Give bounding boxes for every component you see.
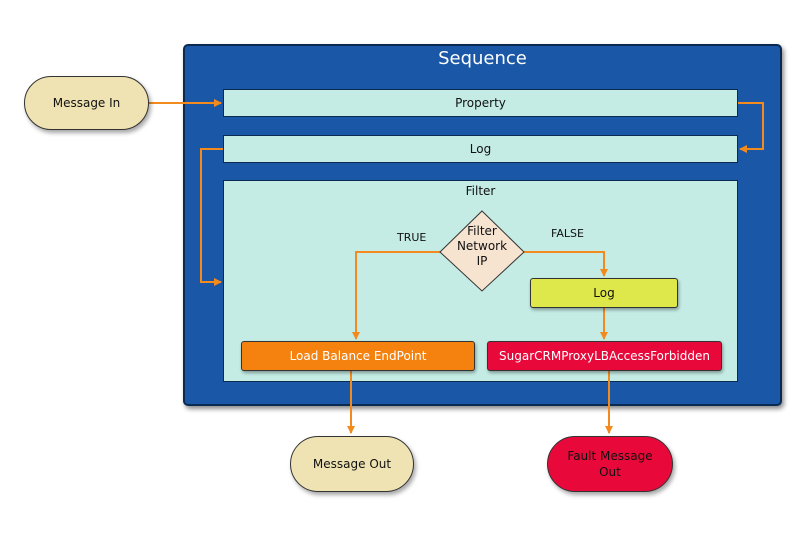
filter-title: Filter	[465, 184, 496, 198]
log-step[interactable]: Log	[223, 135, 738, 163]
filter-network-ip-label[interactable]: Filter Network IP	[440, 224, 524, 269]
filter-node-line1: Filter	[467, 224, 497, 238]
arrow-property-to-log	[738, 102, 764, 153]
filter-node-line2: Network	[456, 239, 508, 253]
fault-out-line1: Fault Message	[567, 449, 653, 463]
message-in-label: Message In	[52, 96, 121, 110]
access-forbidden-endpoint[interactable]: SugarCRMProxyLBAccessForbidden	[487, 341, 722, 371]
sequence-title: Sequence	[438, 48, 527, 69]
arrow-false-branch	[524, 251, 608, 277]
filter-node-line3: IP	[476, 254, 488, 268]
message-out-label: Message Out	[312, 457, 392, 471]
false-log-step[interactable]: Log	[530, 278, 678, 308]
message-out-terminal[interactable]: Message Out	[290, 436, 414, 492]
property-step[interactable]: Property	[223, 89, 738, 117]
false-label: FALSE	[551, 227, 584, 240]
filter-network-ip-diamond	[439, 210, 525, 292]
load-balance-endpoint[interactable]: Load Balance EndPoint	[241, 341, 475, 371]
fault-out-line2: Out	[599, 465, 621, 479]
true-label: TRUE	[397, 231, 427, 244]
arrow-true-branch	[352, 251, 440, 340]
message-in-terminal[interactable]: Message In	[24, 76, 149, 130]
fault-message-out-terminal[interactable]: Fault Message Out	[547, 436, 673, 492]
arrow-log-to-filter	[200, 148, 223, 286]
